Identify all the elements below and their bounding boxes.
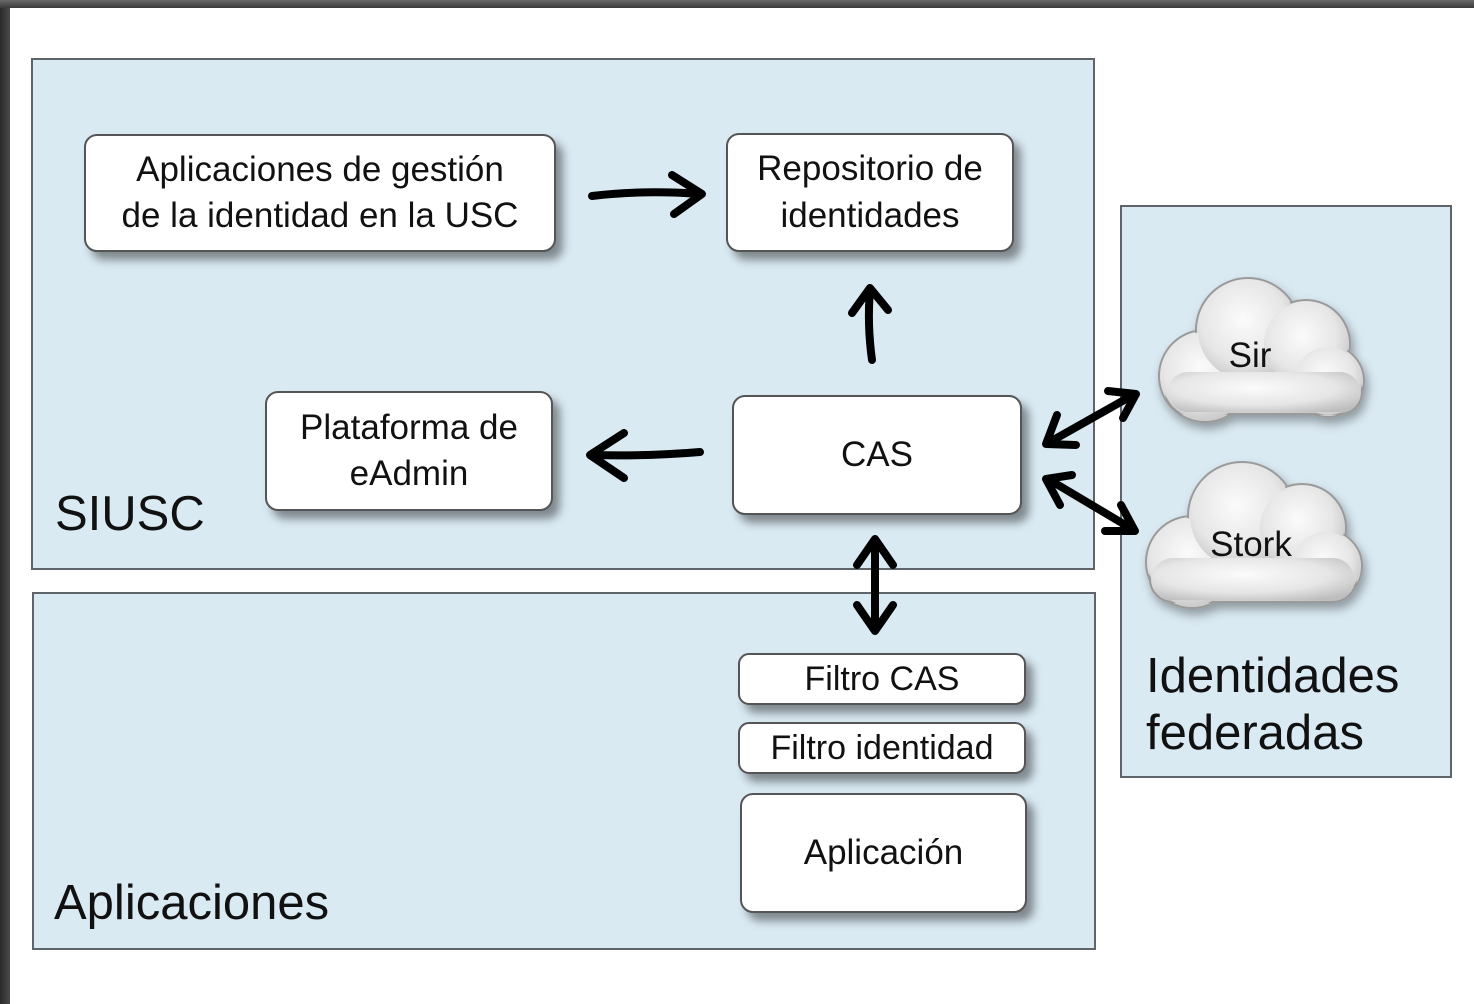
arrow-cas-stork: [1044, 475, 1136, 533]
arrow-gestion-to-repositorio: [588, 188, 704, 200]
gestion-identidad-label: Aplicaciones de gestión de la identidad …: [121, 149, 519, 235]
arrow-cas-sir-head-a: [1104, 387, 1140, 422]
sir-cloud-inner: [1161, 280, 1362, 420]
arrow-cas-stork-head-b: [1101, 501, 1139, 535]
cas-label: CAS: [841, 434, 913, 474]
plataforma-eadmin-label: Plataforma de eAdmin: [300, 407, 518, 493]
arrow-cas-stork-head-a: [1042, 471, 1076, 509]
identidades-zone-title: Identidades federadas: [1146, 649, 1400, 760]
aplicaciones-zone-title: Aplicaciones: [54, 876, 330, 930]
cas-box: CAS: [732, 395, 1022, 515]
plataforma-eadmin-box: Plataforma de eAdmin: [265, 391, 553, 511]
filtro-identidad-label: Filtro identidad: [770, 728, 994, 767]
arrow-cas-sir-head-b: [1042, 411, 1080, 449]
diagram-canvas: SIUSC Aplicaciones Identidades federadas…: [10, 8, 1474, 1004]
aplicacion-label: Aplicación: [803, 832, 964, 872]
filtro-identidad-box: Filtro identidad: [738, 722, 1026, 774]
repositorio-identidades-label: Repositorio de identidades: [757, 149, 983, 235]
window-frame-top: [0, 0, 1474, 8]
arrow-cas-to-plataforma-head: [586, 429, 628, 482]
aplicacion-box: Aplicación: [740, 793, 1027, 913]
sir-cloud-label: Sir: [1228, 336, 1272, 375]
filtro-cas-box: Filtro CAS: [738, 653, 1026, 705]
arrow-cas-to-repositorio: [864, 286, 876, 364]
arrow-gestion-to-repositorio-head: [668, 171, 706, 218]
stork-cloud-inner: [1148, 464, 1360, 606]
gestion-identidad-box: Aplicaciones de gestión de la identidad …: [84, 134, 556, 252]
window-frame-left: [0, 8, 10, 1004]
siusc-zone-title: SIUSC: [55, 487, 205, 541]
arrow-cas-filtro-head-a: [853, 535, 897, 569]
repositorio-identidades-box: Repositorio de identidades: [726, 133, 1014, 252]
arrow-cas-to-plataforma: [588, 448, 704, 460]
stork-cloud-label: Stork: [1210, 525, 1292, 564]
arrow-cas-sir: [1044, 391, 1137, 447]
arrow-cas-to-repositorio-head: [848, 284, 892, 317]
diagram-overlay: [586, 171, 1365, 635]
filtro-cas-label: Filtro CAS: [804, 659, 960, 698]
arrow-cas-filtro-head-b: [853, 601, 897, 635]
